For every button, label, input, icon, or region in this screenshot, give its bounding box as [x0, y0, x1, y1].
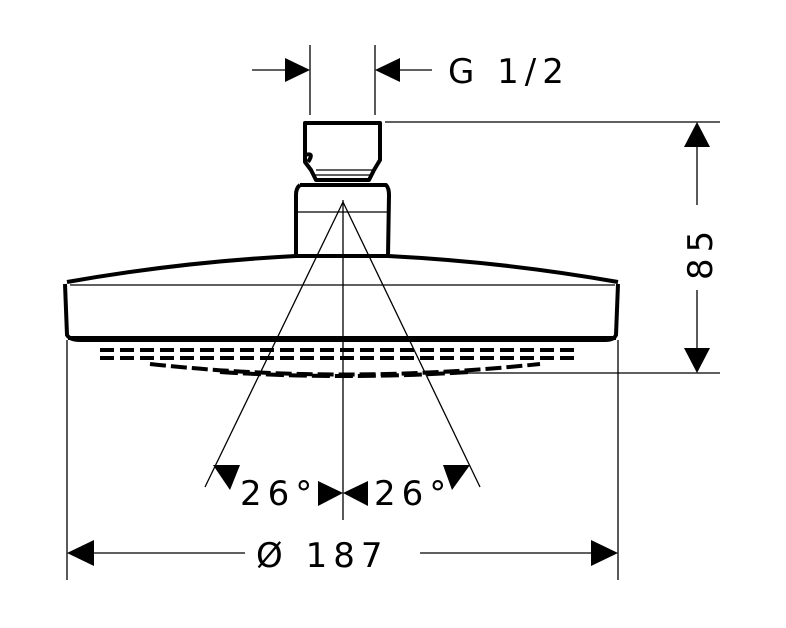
- arrow-right-icon: [285, 58, 310, 82]
- thread-dimension: G 1/2: [252, 45, 570, 115]
- spray-angle-right: 26°: [374, 474, 452, 514]
- diameter-dimension: Ø 187: [66, 340, 619, 580]
- arrow-icon: [443, 465, 470, 490]
- height-dimension: 85: [385, 121, 721, 374]
- arrow-icon: [343, 481, 368, 506]
- arrow-icon: [213, 465, 240, 490]
- shower-connector: [294, 121, 391, 257]
- arrow-left-icon: [67, 540, 94, 566]
- thread-label: G 1/2: [448, 52, 570, 92]
- spray-angle-left: 26°: [240, 474, 318, 514]
- shower-head-body: [63, 254, 620, 378]
- arrow-down-icon: [684, 348, 710, 373]
- diameter-label: Ø 187: [256, 536, 388, 576]
- height-label: 85: [681, 225, 721, 280]
- arrow-right-icon: [591, 540, 618, 566]
- spray-angle-dimension: 26° 26°: [204, 200, 481, 520]
- arrow-left-icon: [375, 58, 400, 82]
- arrow-icon: [318, 481, 343, 506]
- arrow-up-icon: [684, 122, 710, 147]
